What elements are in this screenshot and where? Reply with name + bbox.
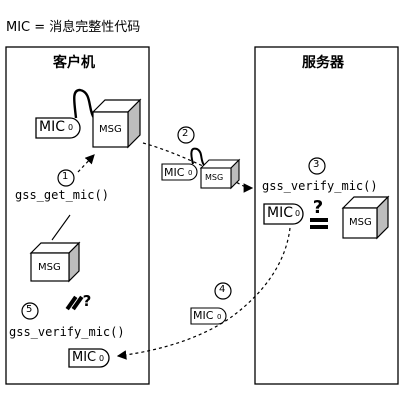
mic-tag-client-top xyxy=(35,88,96,139)
svg-text:?: ? xyxy=(313,197,323,218)
client-box xyxy=(5,46,150,385)
msg-cube-client-bottom xyxy=(29,241,81,283)
step2-number: 2 xyxy=(182,128,189,139)
step5-number: 5 xyxy=(26,304,33,315)
msg-label-transit: MSG xyxy=(205,173,224,182)
mic-label-return: MIC xyxy=(193,309,214,322)
arrow-server-to-client xyxy=(116,227,291,360)
mic-tag-transit xyxy=(161,147,205,181)
mic-tag-server xyxy=(263,203,304,225)
compare-sign-server: ? xyxy=(310,197,328,229)
msg-cube-server xyxy=(341,195,390,240)
client-title: 客户机 xyxy=(53,55,95,71)
step3-call: gss_verify_mic() xyxy=(262,179,378,193)
step3-number: 3 xyxy=(313,159,320,170)
step3-marker xyxy=(308,157,326,175)
mic-label-client-top: MIC xyxy=(39,119,65,135)
msg-label-client-top: MSG xyxy=(99,124,122,135)
step5-marker xyxy=(21,302,39,320)
legend-text: MIC = 消息完整性代码 xyxy=(6,20,141,35)
msg-cube-client-top xyxy=(91,98,142,149)
server-box xyxy=(254,46,399,385)
server-title: 服务器 xyxy=(302,55,344,71)
mic-suffix-transit: 0 xyxy=(188,169,193,177)
mic-label-transit: MIC xyxy=(164,166,185,179)
mic-label-client-bottom: MIC xyxy=(72,350,97,365)
msg-label-client-bottom: MSG xyxy=(38,262,61,273)
step1-marker xyxy=(57,169,75,187)
step1-number: 1 xyxy=(62,171,69,182)
msg-cube-transit xyxy=(199,158,241,190)
mic-tag-return xyxy=(190,307,227,325)
mic-tag-client-bottom xyxy=(68,348,110,368)
arrow-sign-to-tag xyxy=(77,154,95,173)
step4-marker xyxy=(214,282,232,300)
compare-sign-client: ? xyxy=(65,292,92,311)
mic-suffix-client-bottom: 0 xyxy=(99,354,105,363)
step2-marker xyxy=(177,126,195,144)
mic-suffix-server: 0 xyxy=(295,209,301,218)
step1-call: gss_get_mic() xyxy=(15,188,109,202)
step5-call: gss_verify_mic() xyxy=(9,325,125,339)
mic-suffix-client-top: 0 xyxy=(68,123,74,132)
arrow-msg-to-sign xyxy=(51,214,71,241)
step4-number: 4 xyxy=(219,284,226,295)
msg-label-server: MSG xyxy=(349,217,372,228)
arrow-client-to-server xyxy=(142,142,254,193)
mic-suffix-return: 0 xyxy=(217,313,222,321)
mic-label-server: MIC xyxy=(267,205,293,221)
svg-text:?: ? xyxy=(83,292,92,310)
